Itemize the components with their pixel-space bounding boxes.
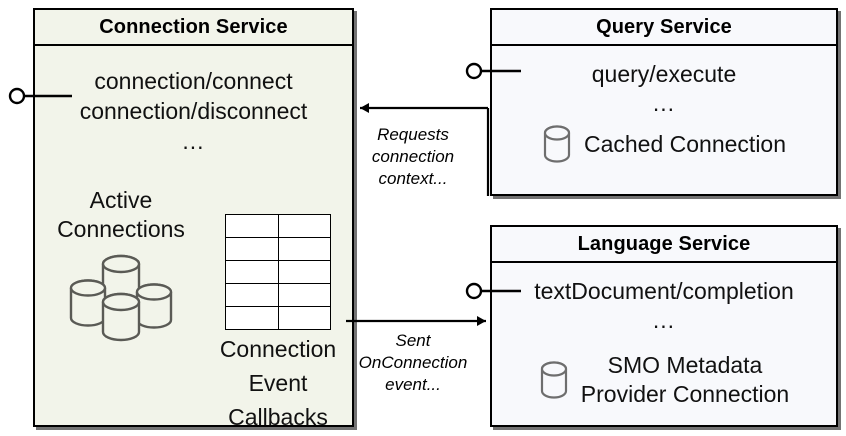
grid-cell (225, 260, 279, 284)
grid-cell (225, 214, 279, 238)
cached-connection-group: Cached Connection (492, 124, 836, 164)
operation-query-execute: query/execute (591, 61, 737, 87)
connection-event-callbacks-group: Connection Event Callbacks (205, 214, 351, 432)
edge-label-line3: event... (385, 375, 441, 394)
smo-label-line1: SMO Metadata (607, 352, 763, 378)
grid-cell (277, 306, 331, 330)
query-service-operations: query/execute ... (492, 60, 836, 118)
language-service-operations: textDocument/completion ... (492, 277, 836, 335)
language-service-title: Language Service (492, 227, 836, 263)
database-cylinder-icon (543, 125, 571, 163)
smo-label-line2: Provider Connection (580, 381, 790, 407)
grid-cell (277, 283, 331, 307)
connection-service-body: connection/connect connection/disconnect… (35, 46, 352, 430)
operations-ellipsis: ... (652, 307, 676, 333)
edge-label-line3: context... (378, 169, 448, 188)
operation-connection-disconnect: connection/disconnect (79, 98, 308, 124)
table-row (225, 214, 331, 238)
callbacks-label-line3: Callbacks (228, 404, 328, 430)
grid-cell (277, 237, 331, 261)
table-row (225, 283, 331, 307)
connection-service-operations: connection/connect connection/disconnect… (35, 66, 352, 156)
query-service-title: Query Service (492, 10, 836, 46)
grid-cell (225, 237, 279, 261)
callbacks-label-line1: Connection (219, 336, 337, 362)
connection-service-title: Connection Service (35, 10, 352, 46)
operations-ellipsis: ... (652, 90, 676, 116)
cached-connection-label: Cached Connection (583, 130, 787, 157)
smo-metadata-provider-group: SMO Metadata Provider Connection (492, 351, 836, 409)
edge-label-line2: OnConnection (358, 353, 468, 372)
multi-database-cylinder-cluster-icon (69, 254, 173, 342)
grid-cell (277, 214, 331, 238)
active-connections-label-line1: Active (89, 187, 153, 213)
table-row (225, 260, 331, 284)
table-row (225, 306, 331, 330)
database-cylinder-icon (540, 361, 567, 399)
grid-cell (225, 306, 279, 330)
table-row (225, 237, 331, 261)
callbacks-grid (225, 214, 331, 330)
active-connections-group: Active Connections (41, 186, 201, 351)
operation-connection-connect: connection/connect (94, 68, 293, 94)
smo-metadata-provider-label: SMO Metadata Provider Connection (581, 351, 789, 409)
edge-label-line2: connection (371, 147, 455, 166)
callbacks-label-line2: Event (248, 370, 308, 396)
query-service-component[interactable]: Query Service query/execute ... Cached C… (490, 8, 838, 196)
active-connections-label-line2: Connections (57, 216, 185, 242)
query-service-body: query/execute ... Cached Connection (492, 46, 836, 194)
connection-service-component[interactable]: Connection Service connection/connect co… (33, 8, 354, 430)
operation-textdocument-completion: textDocument/completion (534, 278, 794, 304)
edge-label-line1: Sent (395, 331, 431, 350)
edge-label-sent-onconnection-event: Sent OnConnection event... (352, 330, 474, 396)
edge-label-requests-connection-context: Requests connection context... (352, 124, 474, 190)
operations-ellipsis: ... (182, 128, 205, 154)
language-service-component[interactable]: Language Service textDocument/completion… (490, 225, 838, 427)
language-service-body: textDocument/completion ... SMO Metadata… (492, 263, 836, 425)
edge-label-line1: Requests (377, 125, 449, 144)
grid-cell (225, 283, 279, 307)
grid-cell (277, 260, 331, 284)
